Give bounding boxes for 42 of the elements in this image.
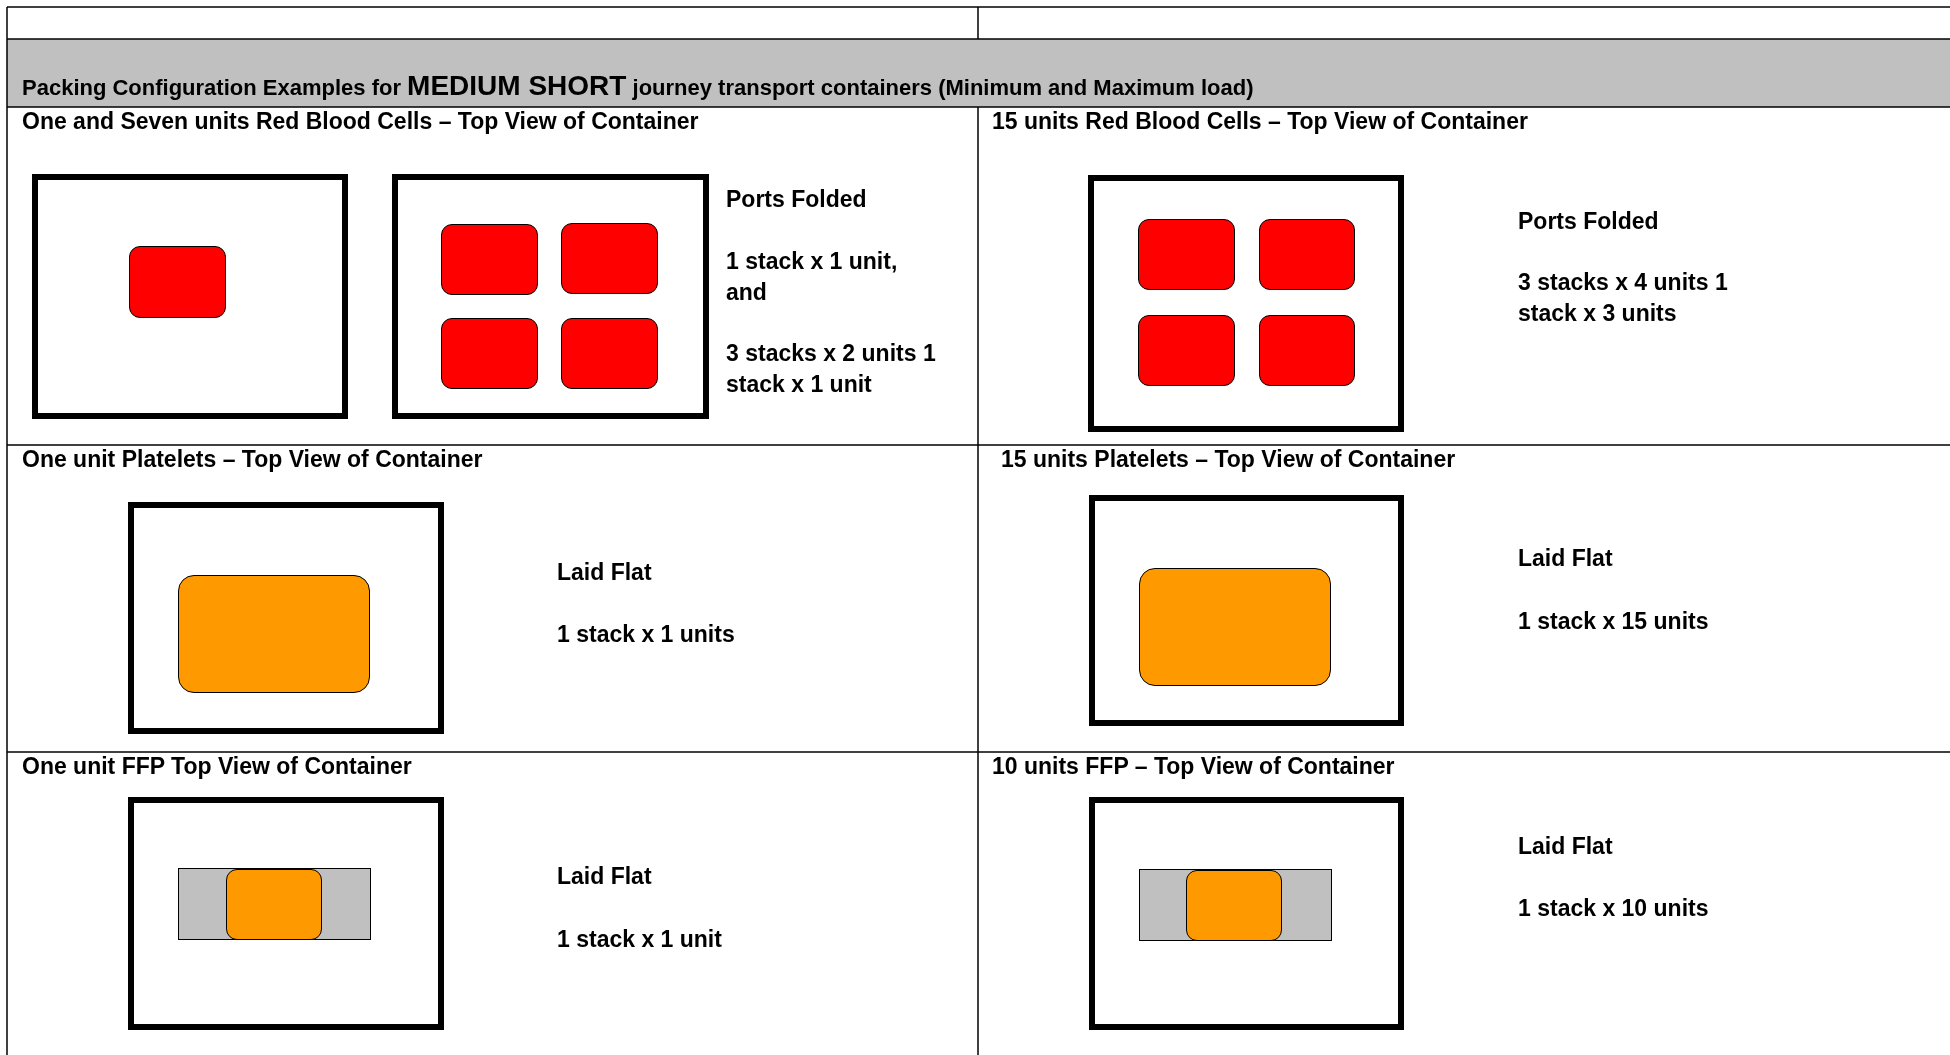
packing-note: 3 stacks x 4 units 1 stack x 3 units <box>1518 268 1729 328</box>
blood-pack <box>1259 219 1355 290</box>
cell-heading: One unit FFP Top View of Container <box>22 752 413 781</box>
packing-note: Laid Flat <box>1518 544 1614 573</box>
container-outline <box>392 174 709 419</box>
tray-bar <box>178 868 371 940</box>
container-outline <box>128 797 444 1030</box>
blood-pack <box>129 246 226 318</box>
packing-note: Laid Flat <box>557 862 653 891</box>
blood-pack <box>1139 568 1331 686</box>
table-heading: Packing Configuration Examples for MEDIUM SHORT journey transport containers (Minimum and Maximum load) <box>22 70 1254 102</box>
container-outline <box>1089 495 1404 726</box>
packing-note: 1 stack x 1 unit <box>557 925 723 954</box>
tray-bar <box>1139 869 1332 941</box>
blood-pack <box>1185 869 1282 941</box>
packing-note: 1 stack x 1 units <box>557 620 736 649</box>
container-outline <box>32 174 348 419</box>
cell-heading: 15 units Red Blood Cells – Top View of Container <box>992 107 1529 136</box>
cell-heading: One and Seven units Red Blood Cells – Top View of Container <box>22 107 700 136</box>
packing-note: 1 stack x 10 units <box>1518 894 1710 923</box>
blood-pack <box>441 318 538 389</box>
packing-note: 1 stack x 1 unit, and <box>726 247 899 307</box>
packing-note: 1 stack x 15 units <box>1518 607 1710 636</box>
blood-pack <box>441 224 538 295</box>
cell-heading: One unit Platelets – Top View of Container <box>22 445 484 474</box>
cell-heading: 10 units FFP – Top View of Container <box>992 752 1396 781</box>
blood-pack <box>1259 315 1355 386</box>
blood-pack <box>178 575 370 693</box>
blood-pack <box>1138 219 1235 290</box>
container-outline <box>1089 797 1404 1030</box>
blood-pack <box>1138 315 1235 386</box>
packing-note: 3 stacks x 2 units 1 stack x 1 unit <box>726 339 937 399</box>
packing-note: Ports Folded <box>726 185 868 214</box>
packing-note: Laid Flat <box>1518 832 1614 861</box>
container-outline <box>128 502 444 734</box>
container-outline <box>1088 175 1404 432</box>
packing-note: Laid Flat <box>557 558 653 587</box>
blood-pack <box>225 868 322 940</box>
blood-pack <box>561 318 658 389</box>
packing-note: Ports Folded <box>1518 207 1660 236</box>
cell-heading: 15 units Platelets – Top View of Container <box>1001 445 1457 474</box>
blood-pack <box>561 223 658 294</box>
